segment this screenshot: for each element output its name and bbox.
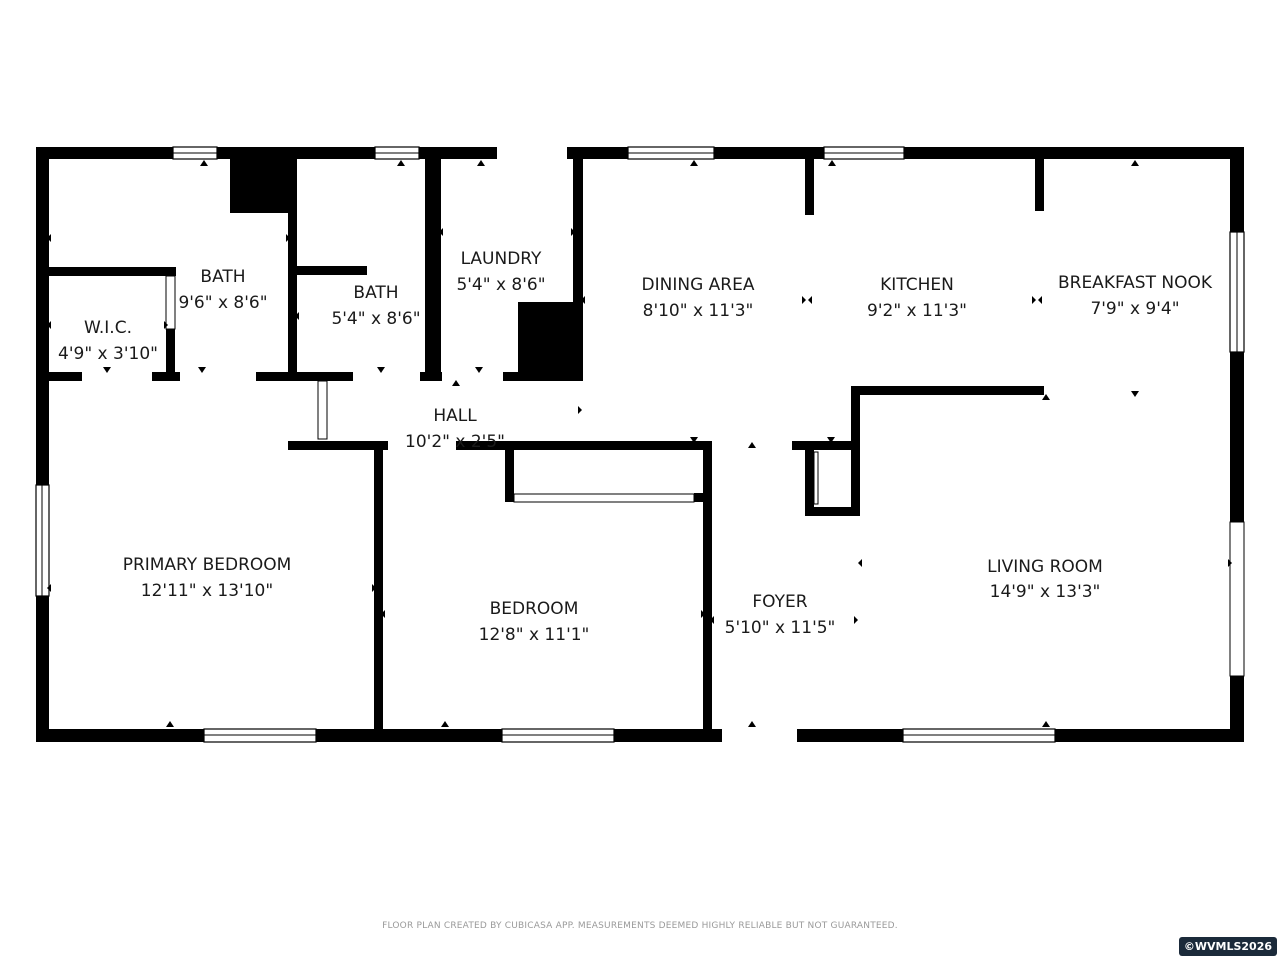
room-name: HALL — [433, 406, 477, 426]
room-name: PRIMARY BEDROOM — [123, 555, 292, 575]
room-dimensions: 8'10" x 11'3" — [643, 301, 754, 321]
room-name: FOYER — [752, 592, 807, 612]
measurement-ticks — [47, 160, 1232, 727]
room-dimensions: 14'9" x 13'3" — [990, 582, 1101, 602]
room-name: BATH — [200, 267, 245, 287]
copyright-badge: ©WVMLS2026 — [1178, 937, 1277, 956]
room-dimensions: 4'9" x 3'10" — [58, 344, 158, 364]
room-label-bath-2: BATH 5'4" x 8'6" — [331, 283, 420, 329]
room-name: W.I.C. — [84, 318, 132, 338]
room-dimensions: 12'11" x 13'10" — [141, 581, 273, 601]
room-label-wic: W.I.C. 4'9" x 3'10" — [58, 318, 158, 364]
room-label-foyer: FOYER 5'10" x 11'5" — [725, 592, 836, 638]
room-dimensions: 10'2" x 2'5" — [405, 432, 505, 452]
room-name: BEDROOM — [490, 599, 579, 619]
room-dimensions: 7'9" x 9'4" — [1090, 299, 1179, 319]
room-name: BREAKFAST NOOK — [1058, 273, 1213, 293]
room-name: KITCHEN — [880, 275, 954, 295]
room-name: LIVING ROOM — [987, 557, 1103, 577]
room-label-bedroom: BEDROOM 12'8" x 11'1" — [479, 599, 590, 645]
room-label-living-room: LIVING ROOM 14'9" x 13'3" — [987, 557, 1103, 602]
room-label-primary-bedroom: PRIMARY BEDROOM 12'11" x 13'10" — [123, 555, 292, 601]
room-name: BATH — [353, 283, 398, 303]
room-dimensions: 9'2" x 11'3" — [867, 301, 967, 321]
room-label-dining: DINING AREA 8'10" x 11'3" — [642, 275, 755, 321]
room-name: LAUNDRY — [461, 249, 542, 269]
disclaimer-text: FLOOR PLAN CREATED BY CUBICASA APP. MEAS… — [382, 921, 898, 931]
room-dimensions: 12'8" x 11'1" — [479, 625, 590, 645]
room-label-nook: BREAKFAST NOOK 7'9" x 9'4" — [1058, 273, 1213, 319]
interior-walls — [49, 147, 1044, 729]
room-dimensions: 5'4" x 8'6" — [331, 309, 420, 329]
room-label-kitchen: KITCHEN 9'2" x 11'3" — [867, 275, 967, 321]
room-label-hall: HALL 10'2" x 2'5" — [405, 406, 505, 452]
room-label-laundry: LAUNDRY 5'4" x 8'6" — [456, 249, 545, 295]
room-dimensions: 9'6" x 8'6" — [178, 293, 267, 313]
windows — [35, 146, 1245, 743]
room-dimensions: 5'10" x 11'5" — [725, 618, 836, 638]
room-dimensions: 5'4" x 8'6" — [456, 275, 545, 295]
room-name: DINING AREA — [642, 275, 755, 295]
room-label-bath-1: BATH 9'6" x 8'6" — [178, 267, 267, 313]
